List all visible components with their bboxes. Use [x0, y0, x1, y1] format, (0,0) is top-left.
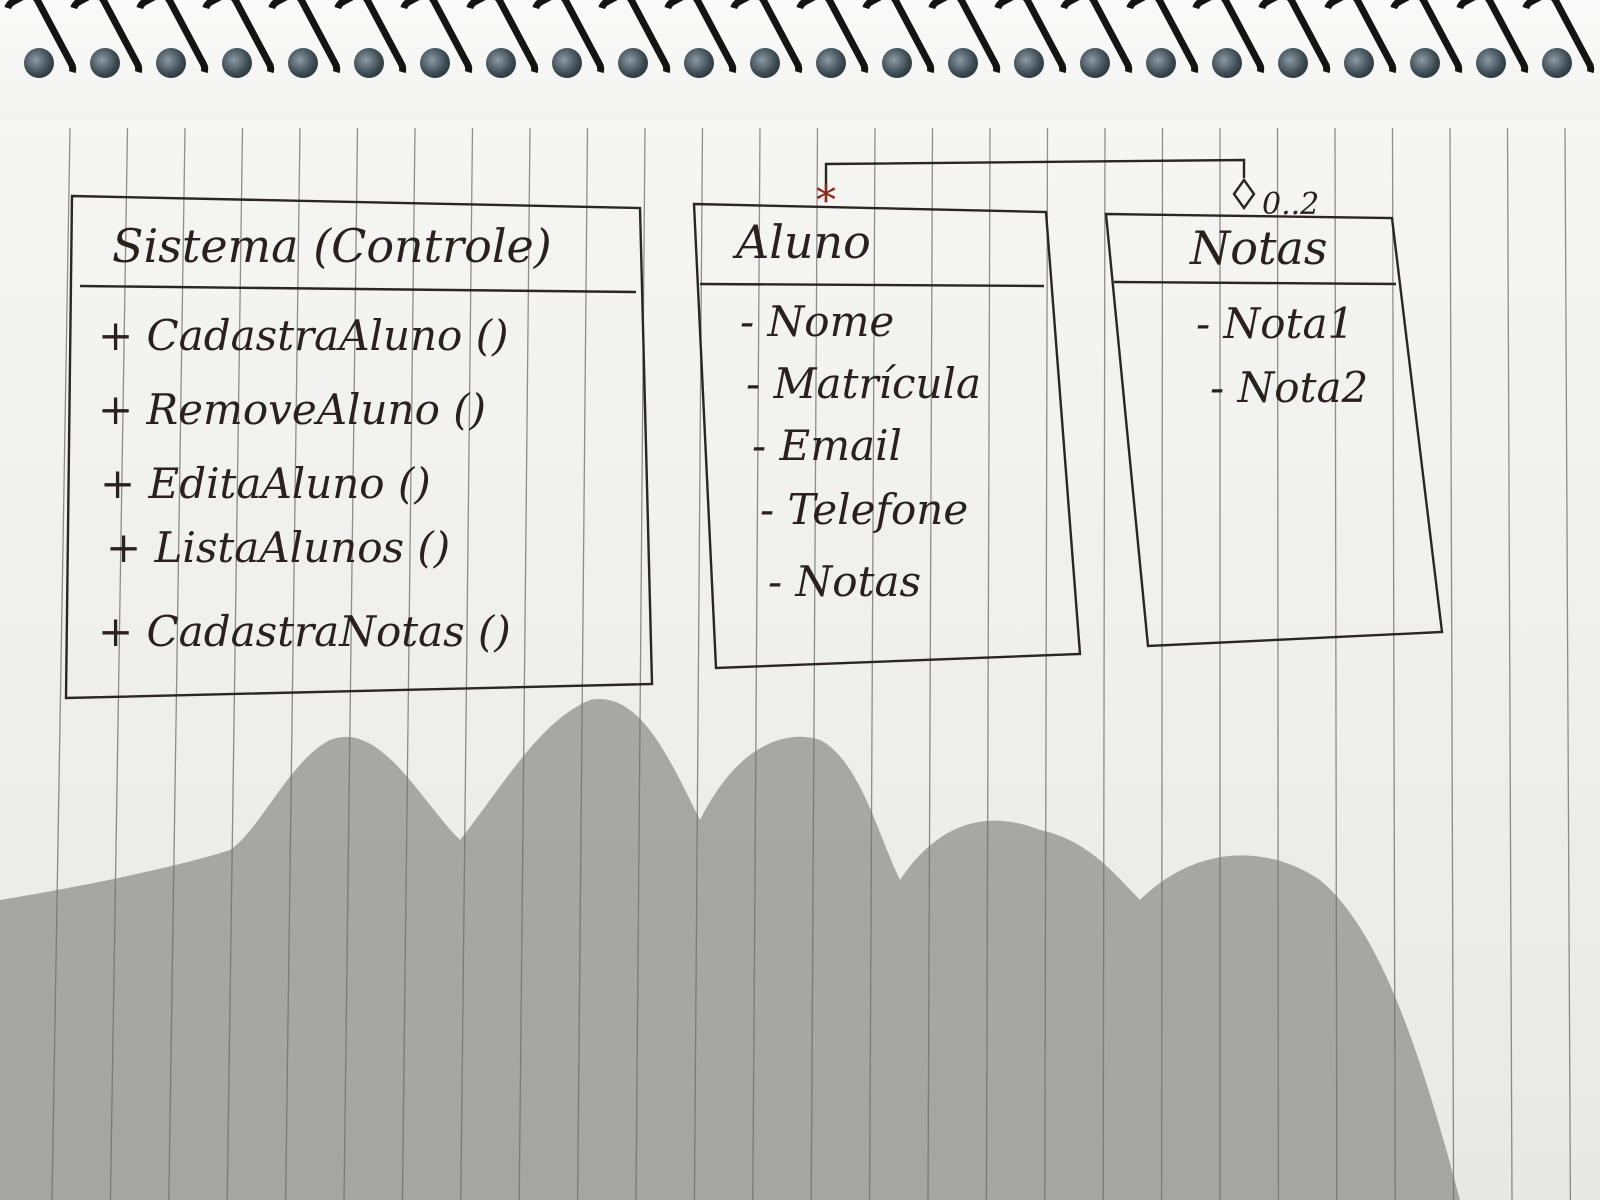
spiral-hole — [750, 48, 780, 78]
association-aluno-notas: * 0..2 — [816, 158, 1319, 224]
class-sistema-divider — [79, 284, 637, 294]
spiral-hole — [354, 48, 384, 78]
class-sistema-method: + CadastraAluno () — [98, 311, 508, 360]
class-aluno-attribute: - Notas — [768, 557, 921, 606]
class-sistema-method: + EditaAluno () — [100, 459, 431, 508]
class-sistema: Sistema (Controle) + CadastraAluno () + … — [64, 194, 654, 700]
spiral-binding — [0, 0, 1600, 120]
spiral-hole — [948, 48, 978, 78]
class-aluno-title: Aluno — [732, 215, 871, 269]
association-to-multiplicity: 0..2 — [1262, 187, 1319, 222]
spiral-hole — [1410, 48, 1440, 78]
spiral-hole — [618, 48, 648, 78]
spiral-hole — [1014, 48, 1044, 78]
spiral-hole — [1146, 48, 1176, 78]
class-notas-attribute: - Nota2 — [1210, 363, 1368, 412]
class-sistema-border — [64, 194, 654, 700]
class-notas: Notas - Nota1 - Nota2 — [1104, 212, 1444, 648]
spiral-hole — [222, 48, 252, 78]
ruled-line — [1506, 127, 1513, 1200]
association-from-multiplicity: * — [816, 178, 836, 224]
class-sistema-method: + CadastraNotas () — [98, 607, 511, 656]
spiral-hole — [816, 48, 846, 78]
class-sistema-method: + RemoveAluno () — [98, 385, 486, 434]
class-notas-attribute: - Nota1 — [1196, 299, 1354, 348]
spiral-hole — [420, 48, 450, 78]
spiral-hole — [1278, 48, 1308, 78]
class-notas-title: Notas — [1189, 221, 1327, 275]
spiral-hole — [1212, 48, 1242, 78]
spiral-hole — [90, 48, 120, 78]
spiral-hole — [1476, 48, 1506, 78]
class-aluno: Aluno - Nome - Matrícula - Email - Telef… — [692, 202, 1082, 670]
class-aluno-attribute: - Telefone — [760, 485, 968, 534]
class-notas-divider — [1113, 280, 1397, 286]
spiral-hole — [552, 48, 582, 78]
class-aluno-border — [692, 202, 1082, 670]
class-aluno-attribute: - Email — [752, 421, 902, 470]
class-aluno-divider — [699, 282, 1045, 288]
spiral-hole — [288, 48, 318, 78]
spiral-hole — [684, 48, 714, 78]
class-aluno-attribute: - Nome — [740, 297, 894, 346]
class-notas-border — [1104, 212, 1444, 648]
spiral-hole — [156, 48, 186, 78]
spiral-hole — [1344, 48, 1374, 78]
aggregation-diamond — [1232, 177, 1256, 211]
class-sistema-title: Sistema (Controle) — [112, 219, 552, 273]
spiral-hole — [24, 48, 54, 78]
class-sistema-method: + ListaAlunos () — [106, 523, 450, 572]
spiral-hole — [1080, 48, 1110, 78]
ruled-line — [1449, 127, 1455, 1200]
association-line — [824, 158, 1246, 202]
spiral-hole — [1542, 48, 1572, 78]
ruled-line — [1564, 127, 1572, 1200]
spiral-hole — [882, 48, 912, 78]
spiral-hole — [486, 48, 516, 78]
class-aluno-attribute: - Matrícula — [746, 359, 981, 408]
